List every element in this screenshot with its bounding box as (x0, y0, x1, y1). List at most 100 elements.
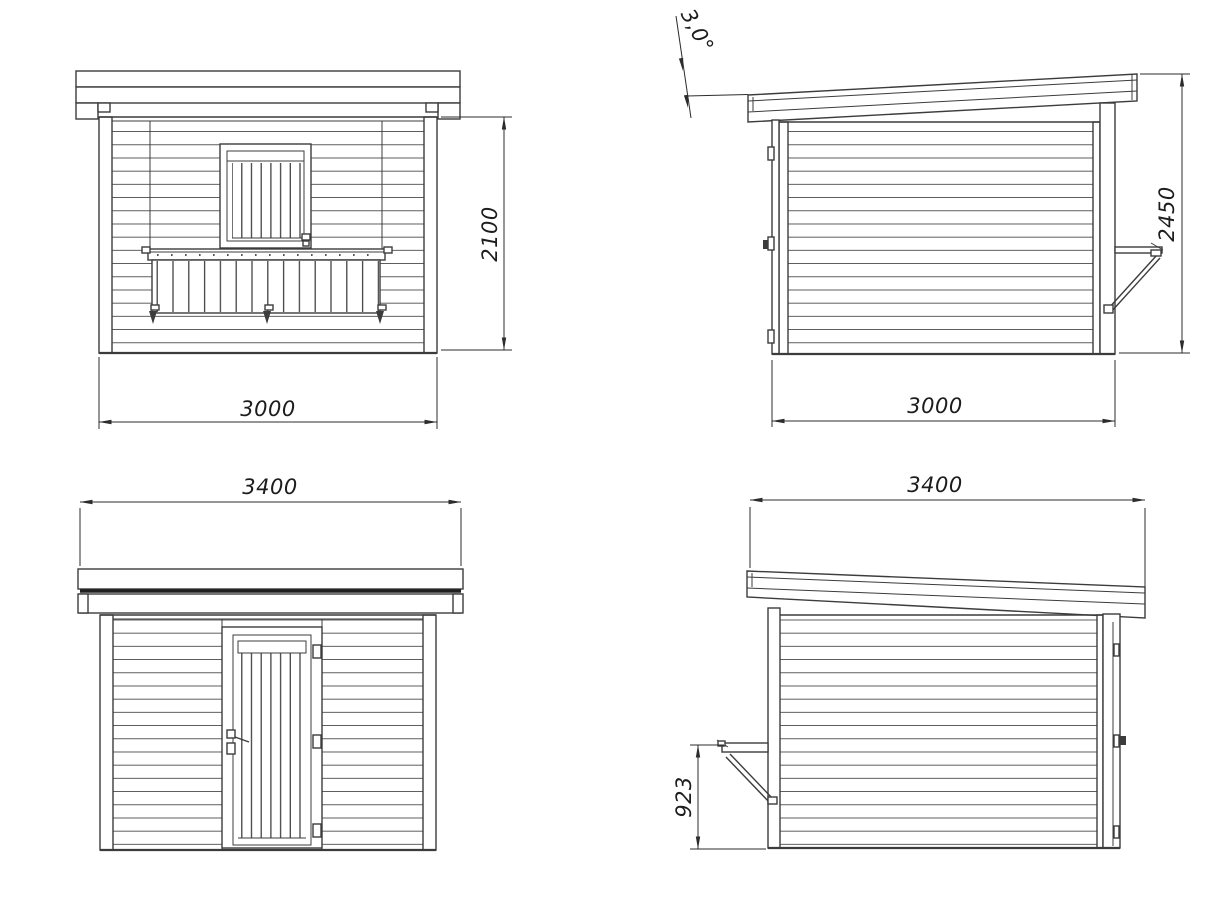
side-a-height-dimension: 2450 (1119, 73, 1190, 354)
corner-post-right (422, 614, 437, 851)
siding (780, 615, 1097, 848)
door (221, 626, 323, 849)
bracket-hook (150, 304, 160, 311)
door-lock-plate (226, 742, 236, 755)
counter-shelf (1114, 246, 1163, 254)
corner-post-left (98, 116, 113, 354)
support-brace (1110, 257, 1161, 313)
roof-endcap-left (77, 593, 89, 614)
angle-dimension-line (675, 15, 692, 119)
support-brace (729, 753, 775, 801)
rear-width-dimension: 3400 (79, 475, 462, 566)
roof-fascia-line (747, 90, 1138, 113)
side-a-wall (771, 102, 1116, 356)
door-handle-profile (763, 240, 768, 249)
brace-plate (1150, 249, 1162, 257)
roof-layer-line (747, 79, 1138, 102)
roof-step-right (425, 102, 439, 113)
window-planks (232, 163, 302, 238)
side-b-width-dimension: 3400 (749, 473, 1146, 588)
front-roof (75, 70, 461, 120)
angle-reference-line (686, 94, 749, 97)
front-width-dimension: 3000 (98, 357, 438, 429)
hinge (767, 146, 775, 161)
shelf-pivot-tick (1150, 242, 1164, 251)
open-counter-profile (1103, 242, 1164, 314)
roof-slab (747, 73, 1138, 123)
angle-arrow (683, 94, 689, 108)
side-a-height-label: 2450 (1155, 186, 1179, 241)
roof-endcap-right (452, 593, 464, 614)
corner-post-left (99, 614, 114, 851)
bracket-pin (376, 311, 384, 324)
door-lock (226, 729, 236, 739)
front-height-dimension: 2100 (441, 116, 512, 351)
bracket-pin (149, 311, 157, 324)
rear-view: 3400 (77, 475, 464, 852)
hinge (312, 734, 322, 749)
angle-arrow (678, 57, 684, 71)
window-latch-plate (302, 240, 310, 247)
support-brace (725, 756, 771, 804)
roof-step-left (97, 102, 111, 113)
counter-hook-left (141, 246, 151, 254)
side-view-b: 3400 (672, 473, 1146, 850)
flap-brackets (149, 304, 387, 324)
side-a-width-label: 3000 (907, 394, 962, 418)
door-handle (234, 736, 250, 743)
bracket-pin (263, 311, 271, 324)
front-width-label: 3000 (240, 397, 295, 421)
corner-post-right (1099, 102, 1116, 355)
door-edge-profile (763, 146, 775, 344)
counter-top (147, 248, 386, 261)
shelf-hinge (717, 740, 726, 747)
siding (788, 122, 1093, 354)
hinge (312, 823, 322, 838)
brace-plate (1103, 304, 1114, 314)
window-latch (301, 233, 311, 241)
roof-angle-label: 3,0° (676, 5, 719, 57)
corner-trim-left (778, 121, 789, 355)
corner-trim-right (1092, 121, 1101, 355)
corner-post-left (767, 607, 781, 849)
side-b-wall (767, 607, 1121, 850)
window-top-rail (226, 150, 305, 162)
sloped-roof-b (746, 570, 1146, 619)
hinge (312, 644, 322, 659)
side-view-a: 3,0° (675, 5, 1190, 427)
roof-strip-bottom (75, 86, 461, 104)
roof-strip-top (77, 568, 464, 590)
hatch-height-label: 923 (672, 776, 696, 818)
counter-bar (141, 246, 393, 314)
roof-fascia-line (746, 587, 1146, 605)
roof-fascia (79, 593, 462, 614)
serving-hatch-window (219, 143, 312, 249)
side-b-width-label: 3400 (907, 473, 962, 497)
side-a-width-dimension: 3000 (771, 360, 1116, 427)
hinge (1113, 643, 1120, 657)
hinge (1113, 825, 1120, 839)
hinge (767, 236, 775, 251)
door-planks (238, 653, 306, 838)
hatch-flap-slats (153, 261, 379, 312)
brace-plate (767, 796, 778, 805)
hatch-height-dimension: 923 (672, 744, 766, 850)
counter-hook-right (383, 246, 393, 254)
counter-shelf (721, 742, 769, 753)
rear-roof (77, 568, 464, 614)
sloped-roof (747, 73, 1138, 123)
door-edge-profile-b (1112, 622, 1126, 846)
bracket-hook (377, 304, 387, 311)
door-handle-profile (1120, 736, 1126, 745)
roof-layer-line (746, 576, 1146, 594)
roof-slab (746, 570, 1146, 619)
front-height-label: 2100 (478, 206, 502, 261)
roof-endcap-left (75, 102, 99, 120)
corner-trim-right (1096, 614, 1104, 849)
corner-post-right (423, 116, 438, 354)
rear-width-label: 3400 (242, 475, 297, 499)
hinge (1113, 734, 1120, 748)
hinge (767, 329, 775, 344)
